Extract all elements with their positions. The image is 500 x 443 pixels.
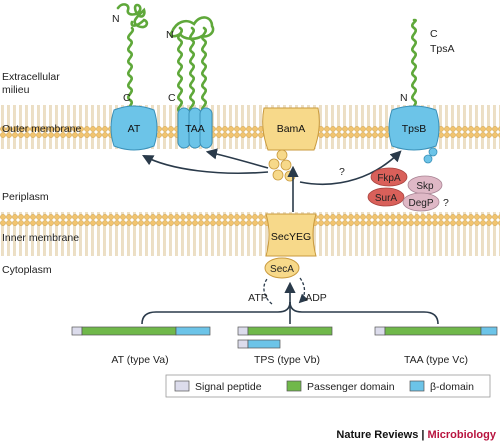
adp-label: ADP: [305, 292, 327, 304]
at-c-terminus: C: [123, 92, 131, 104]
secyeg-label: SecYEG: [271, 231, 311, 243]
at-n-terminus: N: [112, 13, 120, 25]
tpsb-label: TpsB: [402, 123, 427, 135]
legend-beta-domain: β-domain: [430, 381, 474, 393]
cytoplasm-label: Cytoplasm: [2, 264, 52, 276]
at-passenger-coil: [116, 3, 149, 29]
legend-signal-peptide: Signal peptide: [195, 381, 262, 393]
type-vb-label: TPS (type Vb): [254, 354, 320, 366]
at-label: AT: [128, 123, 141, 135]
bama-complex: BamA: [262, 107, 320, 182]
chaperones: FkpA SurA Skp DegP ?: [367, 167, 449, 212]
at-passenger-helix: [127, 26, 135, 114]
seca-label: SecA: [270, 264, 294, 275]
tpsa-helix: [411, 18, 417, 114]
precursor-taa: [374, 326, 498, 336]
arrow-to-taa: [205, 148, 269, 169]
extracellular-label: Extracellular: [2, 71, 60, 83]
footer-separator: |: [418, 429, 427, 441]
footer-section: Microbiology: [428, 429, 497, 441]
journal-footer: Nature Reviews | Microbiology: [336, 429, 496, 441]
taa-helix-2: [189, 26, 195, 114]
taa-head: [169, 16, 215, 41]
taa-n-terminus: N: [166, 29, 174, 41]
precursor-at: [71, 326, 211, 336]
chaperone-question-mark: ?: [443, 197, 449, 209]
tpsa-label: TpsA: [430, 43, 455, 55]
tpsb-transporter: TpsB: [388, 105, 440, 164]
passenger-helices: [116, 3, 417, 114]
milieu-label: milieu: [2, 84, 30, 96]
legend-passenger-domain: Passenger domain: [307, 381, 395, 393]
bama-label: BamA: [277, 123, 306, 135]
region-labels: Extracellular milieu Outer membrane Peri…: [2, 71, 82, 276]
inner-membrane-label: Inner membrane: [2, 232, 79, 244]
skp-label: Skp: [416, 181, 434, 192]
sura-label: SurA: [375, 193, 398, 204]
periplasm-arrows: [142, 148, 402, 212]
legend: Signal peptide Passenger domain β-domain: [165, 374, 491, 398]
footer-journal: Nature Reviews: [336, 429, 418, 441]
fkpa-label: FkpA: [377, 173, 401, 184]
taa-c-terminus: C: [168, 92, 176, 104]
tpsb-n-terminus: N: [400, 92, 408, 104]
precursor-bracket: [141, 281, 439, 325]
arrow-to-tpsb: [299, 150, 402, 186]
atp-cycle: [263, 277, 309, 305]
secyeg-translocon: SecYEG SecA: [264, 213, 317, 279]
path-question-mark: ?: [339, 166, 345, 178]
precursor-tps: [237, 326, 333, 349]
type-vc-label: TAA (type Vc): [404, 354, 468, 366]
atp-label: ATP: [248, 292, 268, 304]
degp-label: DegP: [408, 198, 433, 209]
taa-helix-1: [177, 26, 183, 114]
arrow-to-at: [142, 154, 269, 174]
taa-helix-3: [201, 26, 207, 114]
termini: N C N C N C TpsA: [112, 13, 455, 104]
at-transporter: AT: [110, 105, 158, 151]
taa-label: TAA: [185, 123, 205, 135]
inner-membrane: [0, 212, 500, 256]
periplasm-label: Periplasm: [2, 191, 49, 203]
taa-transporter: TAA: [177, 107, 213, 149]
outer-membrane-label: Outer membrane: [2, 123, 82, 135]
tpsa-c-terminus: C: [430, 28, 438, 40]
type-va-label: AT (type Va): [111, 354, 168, 366]
